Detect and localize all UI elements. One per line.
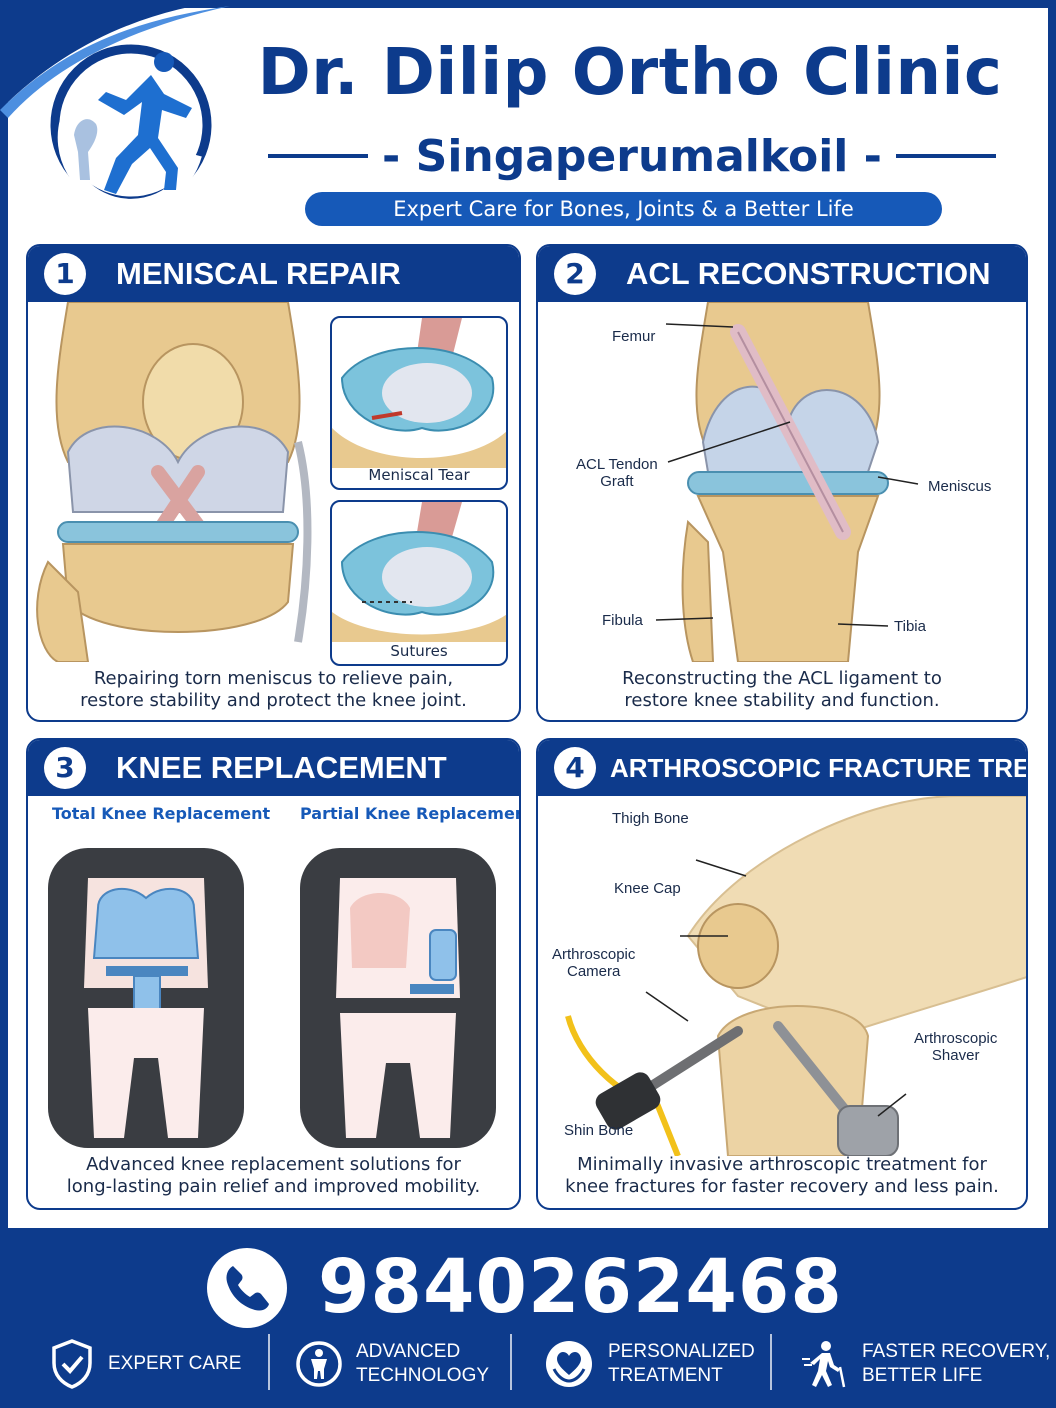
heart-hands-icon — [546, 1341, 592, 1387]
label-tibia: Tibia — [894, 618, 926, 635]
feature-text: ADVANCED TECHNOLOGY — [356, 1340, 489, 1388]
caption-line: restore knee stability and function. — [624, 690, 940, 711]
subtitle-row: - Singaperumalkoil - — [244, 126, 1020, 186]
panel-title: MENISCAL REPAIR — [116, 256, 401, 291]
label-arthroscopic-shaver: Arthroscopic Shaver — [914, 1030, 997, 1064]
feature-text: PERSONALIZED TREATMENT — [608, 1340, 755, 1388]
feature-advanced-technology: ADVANCED TECHNOLOGY — [296, 1334, 489, 1394]
total-knee-implant-illustration — [48, 848, 244, 1148]
feature-text: EXPERT CARE — [108, 1352, 241, 1376]
feature-line: FASTER RECOVERY, — [862, 1341, 1051, 1362]
label-line: Graft — [600, 473, 634, 490]
caption-line: Minimally invasive arthroscopic treatmen… — [577, 1154, 987, 1175]
panel-caption: Minimally invasive arthroscopic treatmen… — [538, 1154, 1026, 1198]
panel-meniscal-repair: 1 MENISCAL REPAIR Meniscal Tear Sutures — [26, 244, 521, 722]
panel-acl-reconstruction: 2 ACL RECONSTRUCTION Femur ACL Tendon Gr… — [536, 244, 1028, 722]
knee-meniscus-illustration — [36, 302, 312, 662]
corner-swoosh — [0, 0, 230, 118]
footer-bar: 9840262468 EXPERT CARE ADVANCED TECHNOLO… — [0, 1228, 1056, 1408]
footer-divider — [510, 1334, 512, 1390]
label-line: ACL Tendon — [576, 456, 658, 473]
feature-personalized-treatment: PERSONALIZED TREATMENT — [544, 1334, 755, 1394]
label-arthroscopic-camera: Arthroscopic Camera — [552, 946, 635, 980]
divider-left — [268, 154, 369, 158]
label-total-knee: Total Knee Replacement — [52, 804, 271, 823]
page-title: Dr. Dilip Ortho Clinic — [257, 36, 1003, 110]
inset-label: Sutures — [390, 642, 448, 660]
feature-line: PERSONALIZED — [608, 1341, 755, 1362]
panel-header: 2 ACL RECONSTRUCTION — [538, 246, 1026, 302]
panel-caption: Advanced knee replacement solutions for … — [28, 1154, 519, 1198]
panel-title: ACL RECONSTRUCTION — [626, 256, 991, 291]
panel-title: KNEE REPLACEMENT — [116, 750, 447, 785]
feature-line: ADVANCED — [356, 1341, 461, 1362]
caption-line: Reconstructing the ACL ligament to — [622, 668, 942, 689]
footer-divider — [770, 1334, 772, 1390]
label-thigh-bone: Thigh Bone — [612, 810, 689, 827]
label-acl-graft: ACL Tendon Graft — [576, 456, 658, 490]
caption-line: knee fractures for faster recovery and l… — [565, 1176, 999, 1197]
step-number-badge: 3 — [44, 747, 86, 789]
panel-caption: Repairing torn meniscus to relieve pain,… — [28, 668, 519, 712]
feature-faster-recovery: FASTER RECOVERY, BETTER LIFE — [800, 1334, 1050, 1394]
caption-line: long-lasting pain relief and improved mo… — [66, 1176, 481, 1197]
feature-text: FASTER RECOVERY, BETTER LIFE — [862, 1340, 1050, 1388]
feature-line: EXPERT CARE — [108, 1353, 242, 1374]
label-femur: Femur — [612, 328, 656, 345]
person-icon — [296, 1341, 342, 1387]
phone-icon[interactable] — [205, 1246, 289, 1330]
step-number-badge: 4 — [554, 747, 596, 789]
caption-line: Advanced knee replacement solutions for — [86, 1154, 461, 1175]
label-shin-bone: Shin Bone — [564, 1122, 634, 1139]
shield-check-icon — [52, 1339, 92, 1389]
inset-meniscal-tear: Meniscal Tear — [330, 316, 508, 490]
feature-line: BETTER LIFE — [862, 1365, 983, 1386]
label-line: Shaver — [931, 1047, 980, 1064]
panel-arthroscopic-fracture: 4 ARTHROSCOPIC FRACTURE TREATMENT Thigh … — [536, 738, 1028, 1210]
label-fibula: Fibula — [602, 612, 643, 629]
label-meniscus: Meniscus — [928, 478, 992, 495]
feature-line: TECHNOLOGY — [356, 1365, 490, 1386]
inset-sutures: Sutures — [330, 500, 508, 666]
clinic-location: - Singaperumalkoil - — [382, 130, 882, 182]
running-man-logo-icon — [50, 44, 212, 210]
walking-person-icon — [802, 1341, 846, 1388]
meniscal-tear-illustration — [332, 318, 506, 468]
divider-right — [895, 154, 996, 158]
inset-label: Meniscal Tear — [368, 466, 470, 484]
caption-line: restore stability and protect the knee j… — [80, 690, 467, 711]
panel-header: 3 KNEE REPLACEMENT — [28, 740, 519, 796]
panel-title: ARTHROSCOPIC FRACTURE TREATMENT — [610, 752, 1026, 783]
label-line: Camera — [567, 963, 621, 980]
sutures-illustration — [332, 502, 506, 642]
label-knee-cap: Knee Cap — [614, 880, 681, 897]
panel-caption: Reconstructing the ACL ligament to resto… — [538, 668, 1026, 712]
feature-line: TREATMENT — [608, 1365, 723, 1386]
label-partial-knee: Partial Knee Replacement — [300, 804, 521, 823]
arthroscopy-knee-illustration — [565, 796, 1026, 1156]
panel-header: 4 ARTHROSCOPIC FRACTURE TREATMENT — [538, 740, 1026, 796]
panel-header: 1 MENISCAL REPAIR — [28, 246, 519, 302]
partial-knee-implant-illustration — [300, 848, 496, 1148]
step-number-badge: 2 — [554, 253, 596, 295]
footer-divider — [268, 1334, 270, 1390]
step-number-badge: 1 — [44, 253, 86, 295]
label-line: Arthroscopic — [552, 946, 636, 963]
phone-number[interactable]: 9840262468 — [318, 1244, 843, 1330]
acl-knee-illustration — [655, 302, 919, 662]
label-line: Arthroscopic — [914, 1030, 998, 1047]
feature-expert-care: EXPERT CARE — [50, 1334, 241, 1394]
tagline-pill: Expert Care for Bones, Joints & a Better… — [305, 192, 942, 226]
caption-line: Repairing torn meniscus to relieve pain, — [93, 668, 454, 689]
panel-knee-replacement: 3 KNEE REPLACEMENT Total Knee Replacemen… — [26, 738, 521, 1210]
